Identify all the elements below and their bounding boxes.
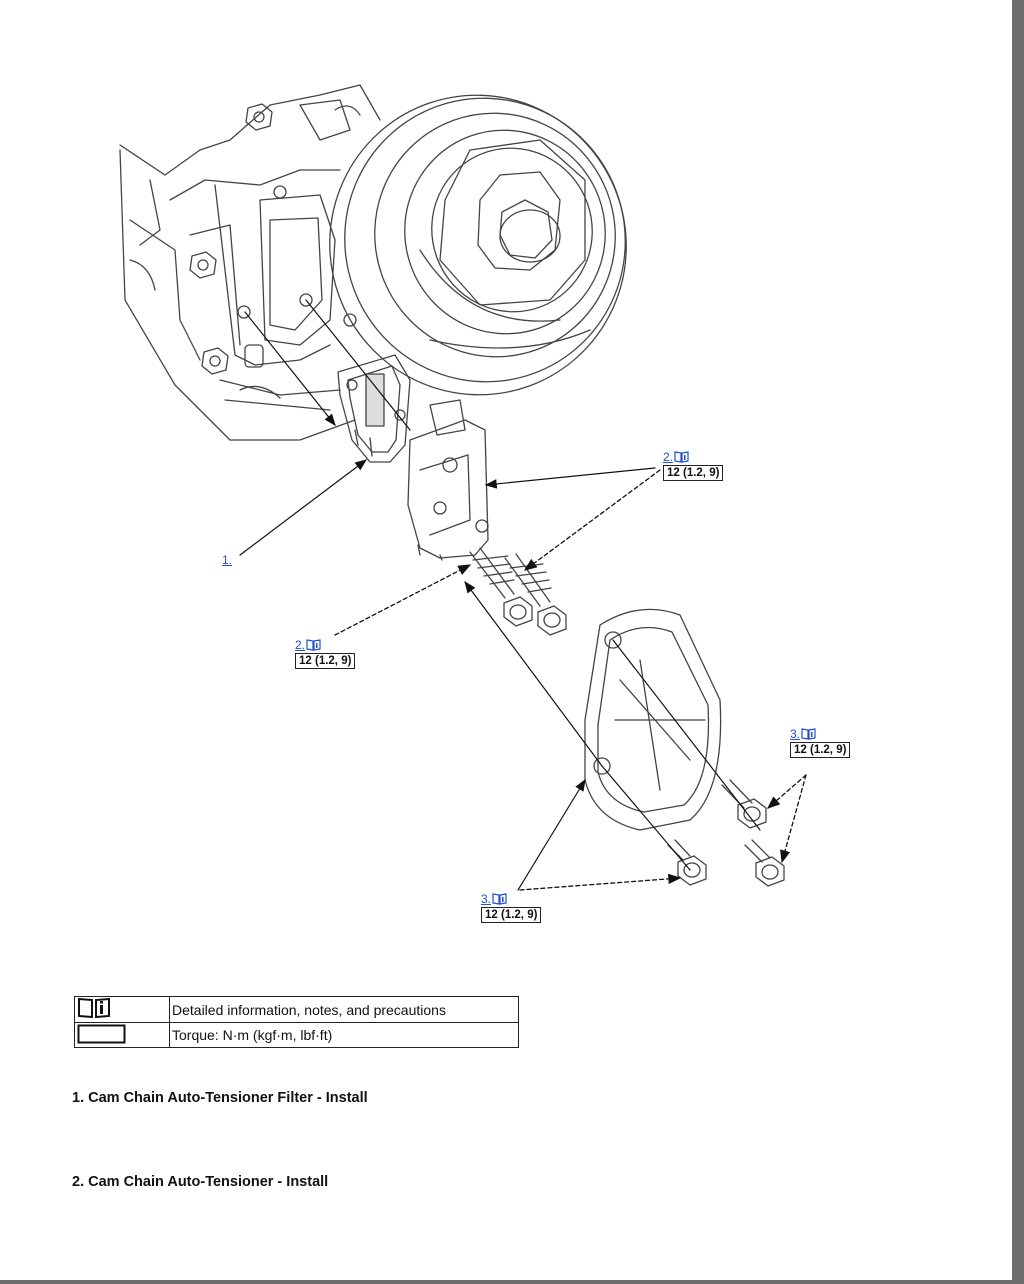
leader-lines xyxy=(239,299,761,891)
tensioner-bolt-right xyxy=(504,553,567,636)
callout-3-bottom-link[interactable]: 3. xyxy=(481,892,541,906)
callout-2-left: 2. 12 (1.2, 9) xyxy=(295,638,356,669)
legend-row-info: Detailed information, notes, and precaut… xyxy=(74,996,519,1023)
tensioner-filter xyxy=(337,354,411,463)
callout-2-left-ref[interactable]: 2. xyxy=(295,638,306,652)
callout-3-right-ref[interactable]: 3. xyxy=(790,727,801,741)
info-book-icon[interactable] xyxy=(801,728,816,740)
block-bolt-top xyxy=(245,103,273,131)
cover-bolt-lower-right xyxy=(744,839,785,887)
auto-tensioner xyxy=(407,399,489,561)
info-book-icon[interactable] xyxy=(306,639,321,651)
legend-info-text: Detailed information, notes, and precaut… xyxy=(169,996,519,1023)
engine-block xyxy=(119,84,381,441)
legend-symbol-cell xyxy=(74,996,170,1023)
torque-spec-3-bottom: 12 (1.2, 9) xyxy=(481,907,542,923)
callout-part-1[interactable]: 1. xyxy=(222,553,232,567)
legend-row-torque: Torque: N·m (kgf·m, lbf·ft) xyxy=(74,1022,519,1048)
step-1-heading: 1. Cam Chain Auto-Tensioner Filter - Ins… xyxy=(72,1090,368,1106)
callout-3-bottom: 3. 12 (1.2, 9) xyxy=(481,892,542,923)
step-2-heading: 2. Cam Chain Auto-Tensioner - Install xyxy=(72,1174,329,1190)
block-bolt-low xyxy=(201,347,229,375)
callout-part-1-link[interactable]: 1. xyxy=(222,553,233,567)
cam-chain-tensioner-diagram xyxy=(119,84,807,891)
torque-spec-2-left: 12 (1.2, 9) xyxy=(295,653,356,669)
legend-symbol-cell xyxy=(74,1022,170,1048)
legend-torque-text: Torque: N·m (kgf·m, lbf·ft) xyxy=(169,1022,519,1048)
block-bolt-mid xyxy=(189,251,217,279)
callout-2-right-ref[interactable]: 2. xyxy=(663,450,674,464)
symbol-legend: Detailed information, notes, and precaut… xyxy=(74,996,519,1048)
callout-3-right: 3. 12 (1.2, 9) xyxy=(790,727,851,758)
cover-bolt-upper xyxy=(721,779,767,829)
torque-box-icon xyxy=(77,1024,126,1043)
info-book-icon xyxy=(78,997,110,1019)
callout-3-right-link[interactable]: 3. xyxy=(790,727,850,741)
info-book-icon[interactable] xyxy=(674,451,689,463)
callout-2-left-link[interactable]: 2. xyxy=(295,638,355,652)
crank-pulley xyxy=(329,94,627,396)
torque-spec-3-right: 12 (1.2, 9) xyxy=(790,742,851,758)
callout-2-right: 2. 12 (1.2, 9) xyxy=(663,450,724,481)
tensioner-bolt-left xyxy=(469,547,533,627)
dashed-leaders xyxy=(334,469,807,891)
info-book-icon[interactable] xyxy=(492,893,507,905)
callout-2-right-link[interactable]: 2. xyxy=(663,450,723,464)
tensioner-cover xyxy=(584,608,722,831)
torque-spec-2-right: 12 (1.2, 9) xyxy=(663,465,724,481)
callout-3-bottom-ref[interactable]: 3. xyxy=(481,892,492,906)
